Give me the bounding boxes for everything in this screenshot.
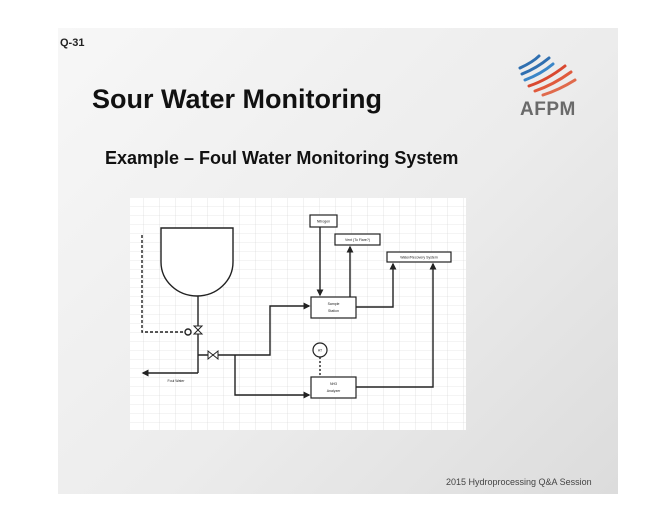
dashed-signal-line xyxy=(141,235,185,333)
slide-subtitle: Example – Foul Water Monitoring System xyxy=(105,148,459,168)
question-number: Q-31 xyxy=(60,37,85,49)
footer-text: 2015 Hydroprocessing Q&A Session xyxy=(446,477,592,487)
analyzer-label: Analyzer xyxy=(327,389,341,393)
vent-box xyxy=(334,233,381,246)
outlet-label: Foul Water xyxy=(168,379,186,383)
analyzer-label: NH3 xyxy=(330,382,337,386)
control-valve-actuator-icon xyxy=(184,328,192,336)
instrument-tag: AT xyxy=(318,349,323,353)
recovery-label: Water/Recovery System xyxy=(400,256,438,260)
recovery-box xyxy=(386,251,452,263)
analyzer-box xyxy=(310,376,357,399)
sample-line xyxy=(198,302,311,356)
sample-station-label: Sample xyxy=(328,302,340,306)
sample-return-line xyxy=(356,262,397,308)
analyzer-return-line xyxy=(356,262,437,388)
logo-text: AFPM xyxy=(520,99,576,120)
nitrogen-label: Nitrogen xyxy=(317,220,330,224)
slide-title: Sour Water Monitoring xyxy=(92,84,382,114)
valve-icon xyxy=(192,325,219,361)
analyzer-line xyxy=(234,355,311,399)
nitrogen-box xyxy=(309,214,338,228)
vent-label: Vent (To Flare?) xyxy=(345,238,370,242)
sample-station-box xyxy=(310,296,357,319)
afpm-logo-icon xyxy=(518,54,577,97)
tank xyxy=(160,227,234,297)
analyzer-transmitter-icon xyxy=(312,342,328,358)
sample-station-label: Station xyxy=(328,309,339,313)
